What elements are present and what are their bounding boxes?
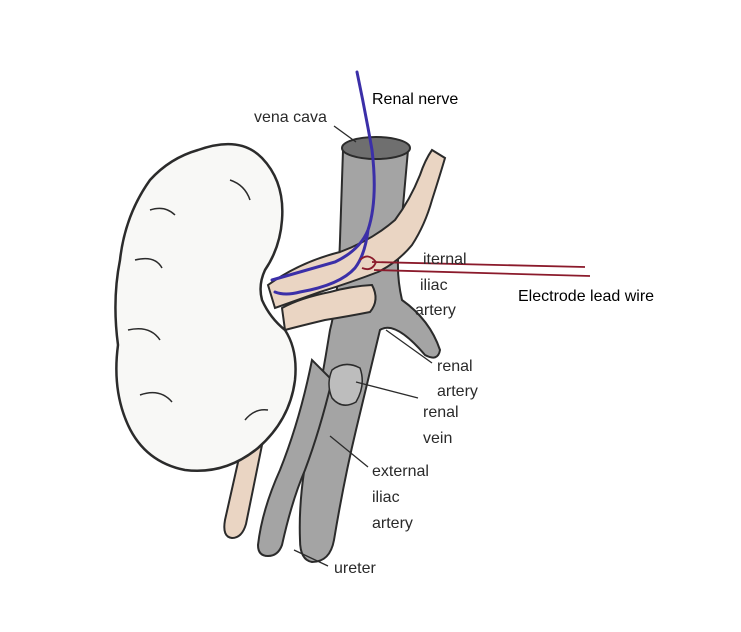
label-ureter: ureter xyxy=(334,560,376,577)
label-renal-vein-1: renal xyxy=(423,404,459,421)
renal-junction xyxy=(329,364,362,405)
label-external-iliac-1: external xyxy=(372,463,429,480)
label-renal-artery-1: renal xyxy=(437,358,473,375)
label-internal-iliac-1: iternal xyxy=(423,251,467,268)
label-electrode-lead-wire: Electrode lead wire xyxy=(518,288,654,305)
label-external-iliac-2: iliac xyxy=(372,489,400,506)
label-external-iliac-3: artery xyxy=(372,515,413,532)
label-renal-vein-2: vein xyxy=(423,430,452,447)
label-renal-artery-2: artery xyxy=(437,383,478,400)
label-renal-nerve: Renal nerve xyxy=(372,91,458,108)
label-internal-iliac-3: artery xyxy=(415,302,456,319)
label-internal-iliac-2: iliac xyxy=(420,277,448,294)
vena-cava-opening xyxy=(342,137,410,159)
label-vena-cava: vena cava xyxy=(254,109,327,126)
